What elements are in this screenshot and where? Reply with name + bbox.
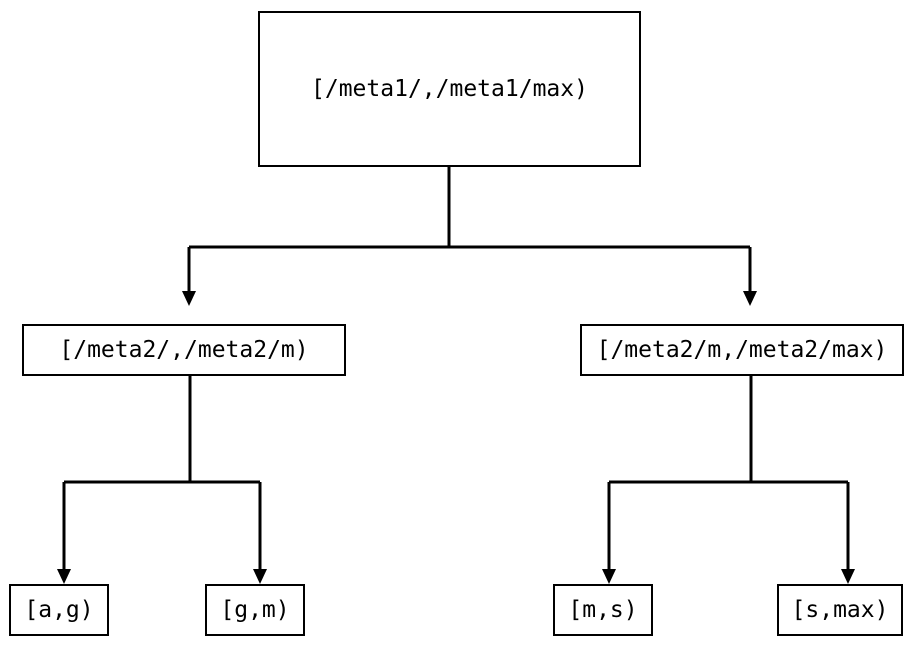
node-right-mid[interactable]: [/meta2/m,/meta2/max) [580, 324, 904, 376]
node-leaf-ms[interactable]: [m,s) [553, 584, 653, 636]
arrowhead-right-mid [743, 291, 757, 306]
node-leaf-smax-label: [s,max) [791, 596, 889, 623]
node-leaf-ag[interactable]: [a,g) [9, 584, 109, 636]
arrowhead-leaf-ag [57, 569, 71, 584]
node-root[interactable]: [/meta1/,/meta1/max) [258, 11, 641, 167]
node-leaf-ms-label: [m,s) [568, 596, 638, 623]
arrowhead-left-mid [182, 291, 196, 306]
node-right-mid-label: [/meta2/m,/meta2/max) [596, 336, 888, 363]
arrowhead-leaf-gm [253, 569, 267, 584]
node-root-label: [/meta1/,/meta1/max) [311, 75, 588, 102]
node-leaf-smax[interactable]: [s,max) [777, 584, 903, 636]
node-left-mid-label: [/meta2/,/meta2/m) [59, 336, 309, 363]
arrowhead-leaf-ms [602, 569, 616, 584]
arrowhead-leaf-smax [841, 569, 855, 584]
node-leaf-gm[interactable]: [g,m) [205, 584, 305, 636]
node-left-mid[interactable]: [/meta2/,/meta2/m) [22, 324, 346, 376]
node-leaf-gm-label: [g,m) [220, 596, 290, 623]
node-leaf-ag-label: [a,g) [24, 596, 94, 623]
